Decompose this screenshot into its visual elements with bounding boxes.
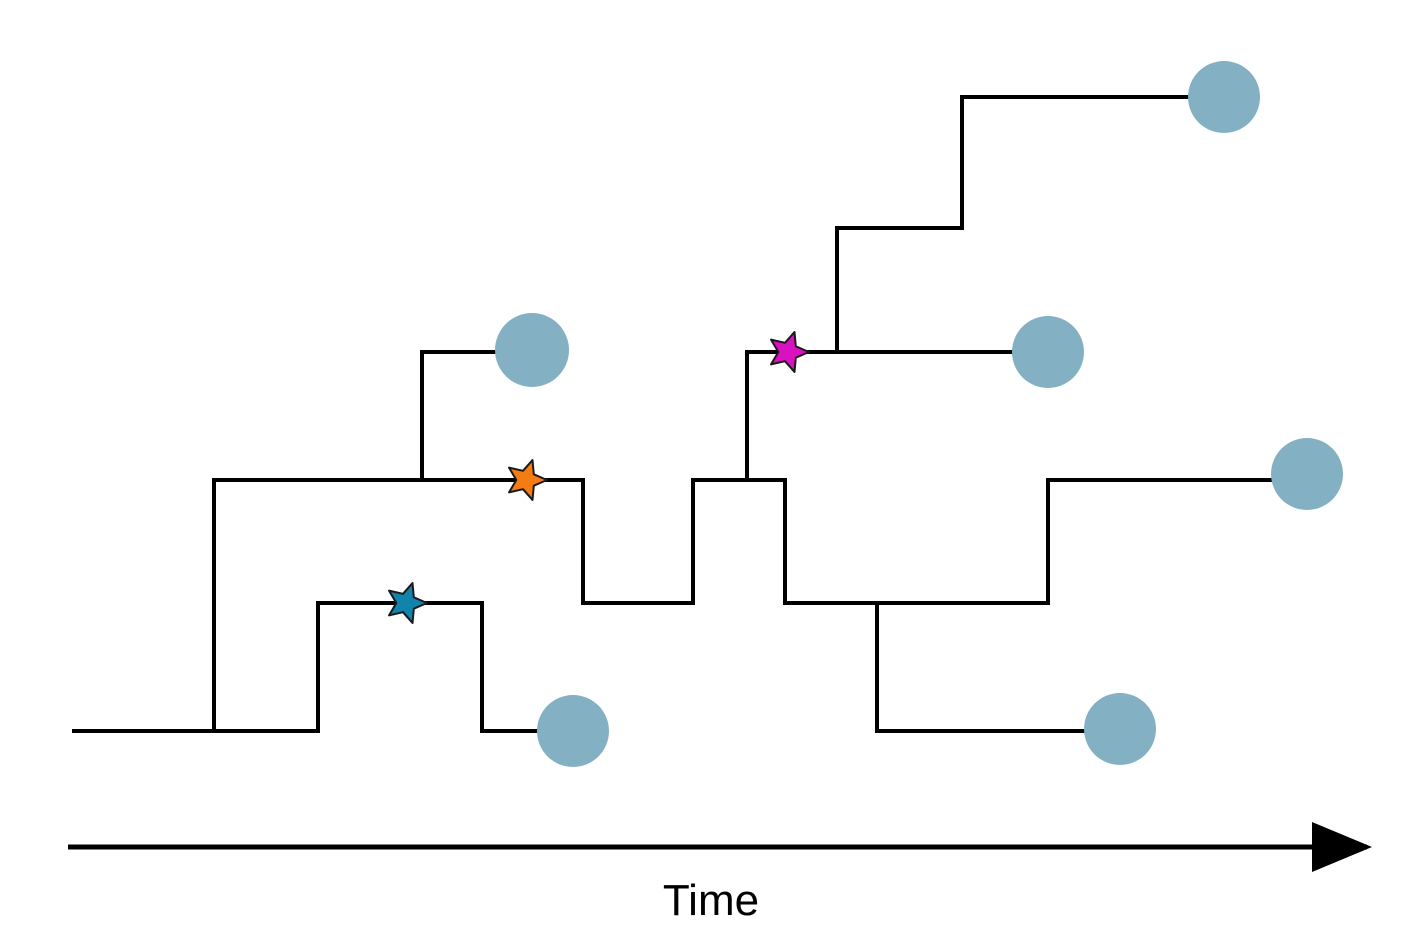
event-layer: [388, 331, 810, 624]
tip-node-circle: [537, 695, 609, 767]
tip-node-circle: [1188, 61, 1260, 133]
time-axis: Time: [68, 822, 1372, 925]
tip-node-circle: [1084, 693, 1156, 765]
mutation-event-star: [770, 331, 810, 373]
time-axis-label: Time: [663, 876, 759, 925]
node-layer: [495, 61, 1343, 767]
tip-node-circle: [1271, 438, 1343, 510]
tip-node-circle: [495, 313, 569, 387]
branch-layer: [72, 95, 1309, 733]
mutation-event-star: [508, 459, 548, 501]
mutation-event-star: [388, 582, 428, 624]
tip-node-circle: [1012, 316, 1084, 388]
